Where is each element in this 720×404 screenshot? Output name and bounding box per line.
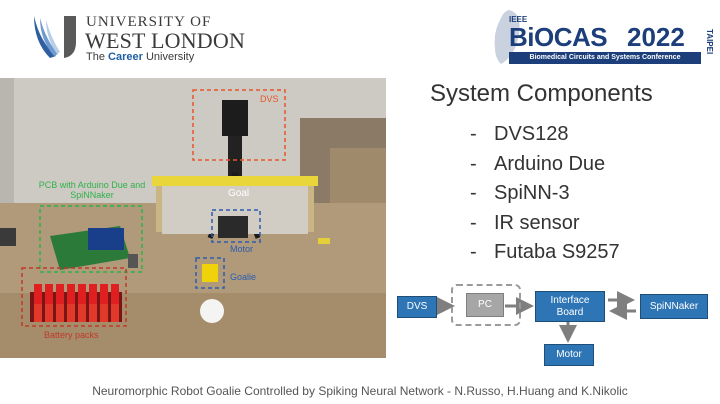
label-dvs: DVS [260,94,279,104]
uwl-logo-line1: UNIVERSITY OF [86,14,212,30]
footer-caption: Neuromorphic Robot Goalie Controlled by … [92,384,628,398]
label-goalie: Goalie [230,272,257,282]
diagram-pc-block: PC [466,293,504,317]
biocas-logo-year: 2022 [627,22,685,52]
biocas-conference-band: Biomedical Circuits and Systems Conferen… [509,52,701,64]
biocas-logo-name: BiOCAS [509,22,608,52]
taiwan-map-icon [494,10,520,64]
component-item: -DVS128 [470,123,569,145]
component-item: -SpiNN-3 [470,182,570,204]
diagram-dvs-block: DVS [397,296,437,318]
label-pcb: PCB with Arduino Due and SpiNNaker [38,180,146,200]
components-list: -DVS128 -Arduino Due -SpiNN-3 -IR sensor… [470,120,620,268]
component-item: -IR sensor [470,211,580,234]
component-item: -Futaba S9257 [470,241,620,263]
biocas-ieee-label: IEEE [509,15,528,24]
diagram-arrows [436,291,636,343]
diagram-spinnaker-block: SpiNNaker [640,294,708,319]
setup-photo: DVS PCB with Arduino Due and SpiNNaker G… [0,78,386,358]
setup-photo-drawing [0,78,386,358]
uwl-tagline: The Career University [86,51,195,63]
component-item: -Arduino Due [470,152,606,175]
diagram-interface-board-block: Interface Board [535,291,605,322]
section-title: System Components [430,80,653,107]
uwl-logo-icon [34,16,76,58]
label-goal: Goal [228,188,250,199]
label-motor: Motor [230,244,254,254]
biocas-logo-city: TAIPEI [705,29,714,55]
diagram-motor-block: Motor [544,344,594,366]
pc-dashed-group [451,284,521,326]
label-battery: Battery packs [44,330,99,340]
uwl-logo-line2: WEST LONDON [85,28,246,53]
